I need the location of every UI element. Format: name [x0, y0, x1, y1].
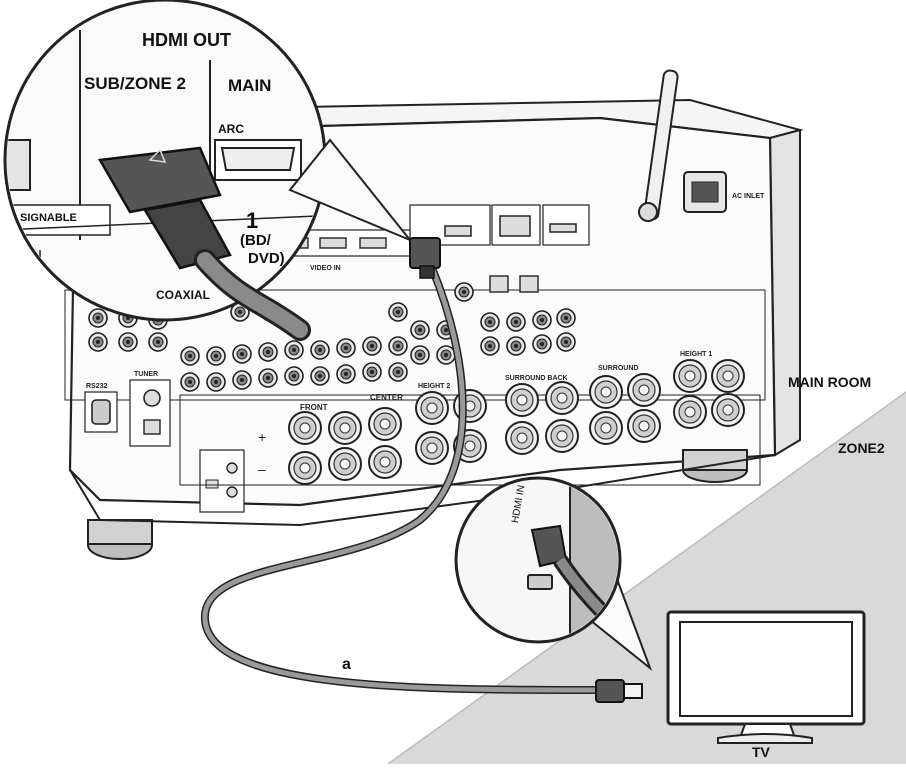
- top-port-block: [409, 204, 590, 246]
- ac-inlet: AC INLET: [683, 171, 765, 213]
- tuner-antenna-jacks: TUNER: [129, 371, 171, 447]
- speaker-terminals: FRONT CENTER HEIGHT 2 SURROUND BACK SURR…: [179, 351, 761, 486]
- input-number-label: 1: [246, 208, 259, 233]
- plus-label: +: [258, 429, 266, 445]
- zoom-circle-hdmi-out: [3, 0, 411, 341]
- sub-zone2-label: SUB/ZONE 2: [84, 74, 187, 93]
- arc-label: ARC: [218, 122, 244, 136]
- signable-label: SIGNABLE: [20, 212, 77, 224]
- zoom-circle-tv-hdmi-in: [454, 476, 653, 672]
- tv-label: TV: [752, 744, 770, 760]
- main-room-label: MAIN ROOM: [788, 374, 872, 390]
- rca-jack-grid: [64, 275, 766, 401]
- main-label: MAIN: [228, 76, 272, 95]
- rs232-port: RS232: [84, 383, 118, 433]
- front-label: FRONT: [300, 403, 328, 412]
- hdmi-out-label: HDMI OUT: [142, 30, 231, 50]
- coaxial-label: COAXIAL: [156, 288, 210, 302]
- ac-inlet-label: AC INLET: [732, 193, 765, 200]
- video-in-label: VIDEO IN: [310, 265, 341, 272]
- input-dvd-label: DVD): [248, 250, 285, 267]
- surround-back-label: SURROUND BACK: [505, 375, 568, 382]
- rs232-label: RS232: [86, 383, 108, 390]
- cable-a-label: a: [342, 656, 351, 673]
- minus-label: –: [258, 461, 266, 477]
- surround-label: SURROUND: [598, 365, 638, 372]
- hdmi-plug-tv-end: [595, 679, 643, 703]
- tuner-label: TUNER: [134, 371, 158, 378]
- tv-icon: [666, 610, 866, 744]
- wireless-antenna: [638, 69, 679, 222]
- zone2-label: ZONE2: [838, 440, 885, 456]
- input-bd-label: (BD/: [240, 232, 271, 249]
- hdmi-plug-receiver: [409, 237, 441, 279]
- center-label: CENTER: [370, 393, 403, 402]
- height1-label: HEIGHT 1: [680, 351, 712, 358]
- height2-label: HEIGHT 2: [418, 383, 450, 390]
- trigger-block: [199, 449, 245, 513]
- zone-divider-line: [387, 391, 906, 765]
